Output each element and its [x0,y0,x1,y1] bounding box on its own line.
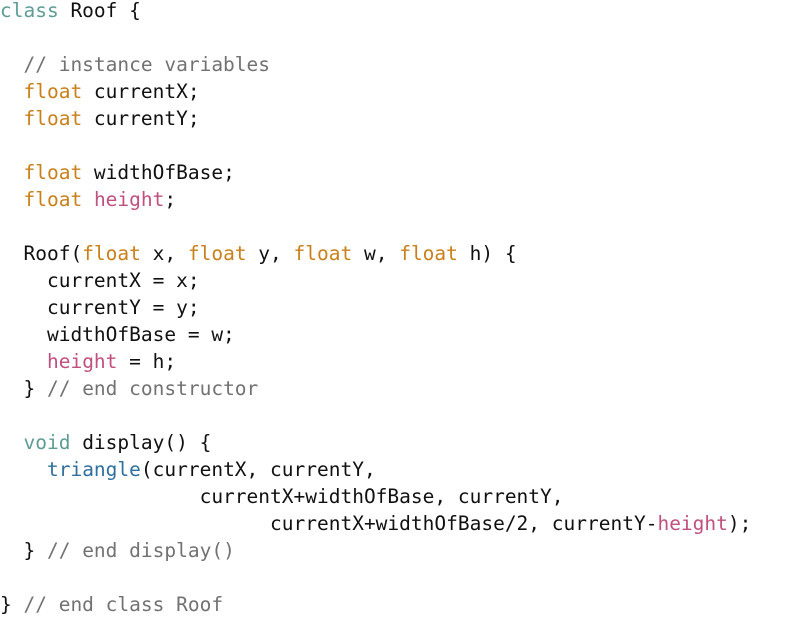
code-token [0,107,23,130]
code-token: widthOfBase; [82,161,235,184]
code-line: } // end constructor [0,375,258,402]
code-token [0,458,47,481]
code-token: currentY; [82,107,200,130]
code-line: Roof(float x, float y, float w, float h)… [0,240,517,267]
code-token: void [23,431,71,454]
code-token: // instance variables [0,53,271,76]
code-token [82,188,94,211]
code-token: currentX = x; [0,269,200,292]
code-token: float [23,80,83,103]
code-token: float [187,242,247,265]
code-token: triangle [46,458,141,481]
code-token [0,431,23,454]
code-token: } [0,539,47,562]
code-token [0,188,23,211]
code-line: class Roof { [0,0,141,24]
code-token: w, [352,242,400,265]
code-token: h) { [457,242,517,265]
code-token: currentY = y; [0,296,200,319]
code-line: void display() { [0,429,211,456]
code-token: Roof( [0,242,83,265]
code-token: class [0,0,59,22]
code-line: float currentY; [0,105,200,132]
code-token: ); [727,512,752,535]
code-line: currentX = x; [0,267,200,294]
code-token: height [46,350,118,373]
code-line: height = h; [0,348,176,375]
code-token: float [293,242,353,265]
code-token: currentX; [82,80,200,103]
code-line: currentX+widthOfBase, currentY, [0,483,564,510]
code-token: currentX+widthOfBase, currentY, [0,485,564,508]
code-line: triangle(currentX, currentY, [0,456,376,483]
code-token: // end class Roof [23,593,224,616]
code-token: currentX+widthOfBase/2, currentY- [0,512,658,535]
code-token: float [23,107,83,130]
code-token: x, [140,242,188,265]
code-token: height [657,512,728,535]
code-token: = h; [117,350,177,373]
code-token: // end display() [46,539,235,562]
code-token: float [23,161,83,184]
code-line: float widthOfBase; [0,159,235,186]
code-token: float [399,242,458,265]
code-token [0,80,23,103]
code-line: float currentX; [0,78,200,105]
code-token: display() { [70,431,212,454]
code-line: currentX+widthOfBase/2, currentY-height)… [0,510,751,537]
code-line: } // end class Roof [0,591,223,618]
code-line: } // end display() [0,537,235,564]
code-token: (currentX, currentY, [140,458,376,481]
code-token: height [93,188,165,211]
code-token [0,161,23,184]
code-token: } [0,377,47,400]
code-token: y, [246,242,294,265]
code-token: Roof { [58,0,141,22]
code-line: widthOfBase = w; [0,321,235,348]
code-token: ; [164,188,177,211]
code-token: float [23,188,83,211]
code-line: float height; [0,186,176,213]
code-token: widthOfBase = w; [0,323,235,346]
code-line: currentY = y; [0,294,200,321]
code-line: // instance variables [0,51,270,78]
code-token: float [82,242,141,265]
code-token: } [0,593,24,616]
code-token: // end constructor [46,377,259,400]
code-token [0,350,47,373]
